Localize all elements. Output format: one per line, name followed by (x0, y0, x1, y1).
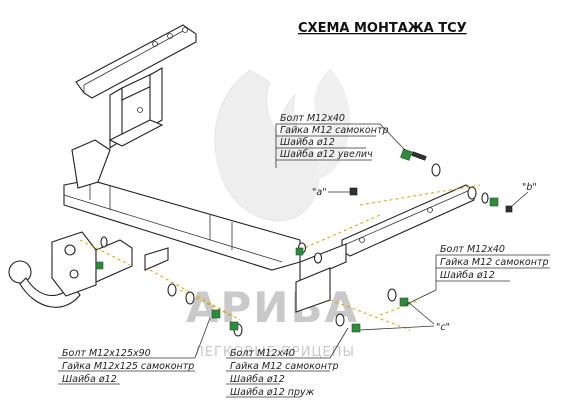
callout-bottom-left-line-2: Гайка М12х125 самоконтр (62, 361, 194, 372)
washer-b2 (481, 192, 489, 204)
markers: "a" "b" "c" (312, 182, 537, 333)
callout-bottom-mid-line-4: Шайба ø12 пруж (230, 387, 315, 398)
watermark: АРИВА ЛЕГКОВЫЕ ПРИЦЕПЫ (186, 68, 359, 360)
washer-right (387, 288, 397, 302)
nut-beam (295, 247, 304, 256)
right-mounting-bracket (295, 184, 475, 313)
callout-bottom-mid: Болт М12х40 Гайка М12 самоконтр Шайба ø1… (226, 327, 349, 398)
callout-right: Болт М12х40 Гайка М12 самоконтр Шайба ø1… (404, 244, 550, 306)
callout-right-line-3: Шайба ø12 (440, 270, 495, 281)
watermark-brand: АРИВА (186, 283, 359, 332)
washer-low2 (185, 291, 195, 305)
callout-bottom-left-line-3: Шайба ø12 (62, 374, 117, 385)
nut-b-marker (505, 205, 513, 213)
marker-c: "c" (436, 322, 450, 333)
nut-top (400, 148, 413, 161)
callout-top: Болт М12х40 Гайка М12 самоконтр Шайба ø1… (275, 113, 406, 168)
nut-low (211, 309, 221, 319)
callout-bottom-left-line-1: Болт М12х125х90 (62, 348, 151, 359)
marker-b: "b" (522, 182, 537, 193)
nut-b (489, 197, 499, 207)
callout-top-line-4: Шайба ø12 увелич (280, 149, 373, 160)
nut-mid (229, 321, 239, 331)
callout-right-line-2: Гайка М12 самоконтр (440, 257, 549, 268)
nut-c (351, 323, 361, 333)
watermark-tagline: ЛЕГКОВЫЕ ПРИЦЕПЫ (194, 345, 355, 360)
washer-b1 (467, 186, 477, 200)
callout-top-line-1: Болт М12х40 (280, 113, 345, 124)
nut-left (95, 261, 104, 270)
washer-beam2 (313, 252, 323, 264)
nut-a (349, 187, 358, 196)
nut-right (399, 297, 409, 307)
callout-bottom-mid-line-2: Гайка М12 самоконтр (230, 361, 339, 372)
assembly-guide-lines (79, 184, 481, 331)
callout-bottom-mid-line-1: Болт М12х40 (230, 348, 295, 359)
left-mounting-bracket (75, 24, 197, 150)
callout-bottom-left: Болт М12х125х90 Гайка М12х125 самоконтр … (58, 317, 211, 385)
washer-top (431, 163, 441, 177)
bolt-top (411, 151, 427, 161)
diagram-title: СХЕМА МОНТАЖА ТСУ (298, 21, 467, 36)
fasteners (95, 148, 513, 337)
callout-top-line-2: Гайка М12 самоконтр (280, 125, 389, 136)
washer-low1 (167, 283, 177, 297)
callout-bottom-mid-line-3: Шайба ø12 (230, 374, 285, 385)
tow-ball-assembly (8, 231, 169, 308)
tow-ball (8, 260, 32, 284)
callout-right-line-1: Болт М12х40 (440, 244, 505, 255)
washer-left1 (100, 236, 108, 248)
watermark-logo (214, 68, 350, 222)
callout-top-line-3: Шайба ø12 (280, 137, 335, 148)
cross-beam (63, 139, 301, 271)
washer-c1 (335, 313, 345, 327)
marker-a: "a" (312, 187, 327, 198)
